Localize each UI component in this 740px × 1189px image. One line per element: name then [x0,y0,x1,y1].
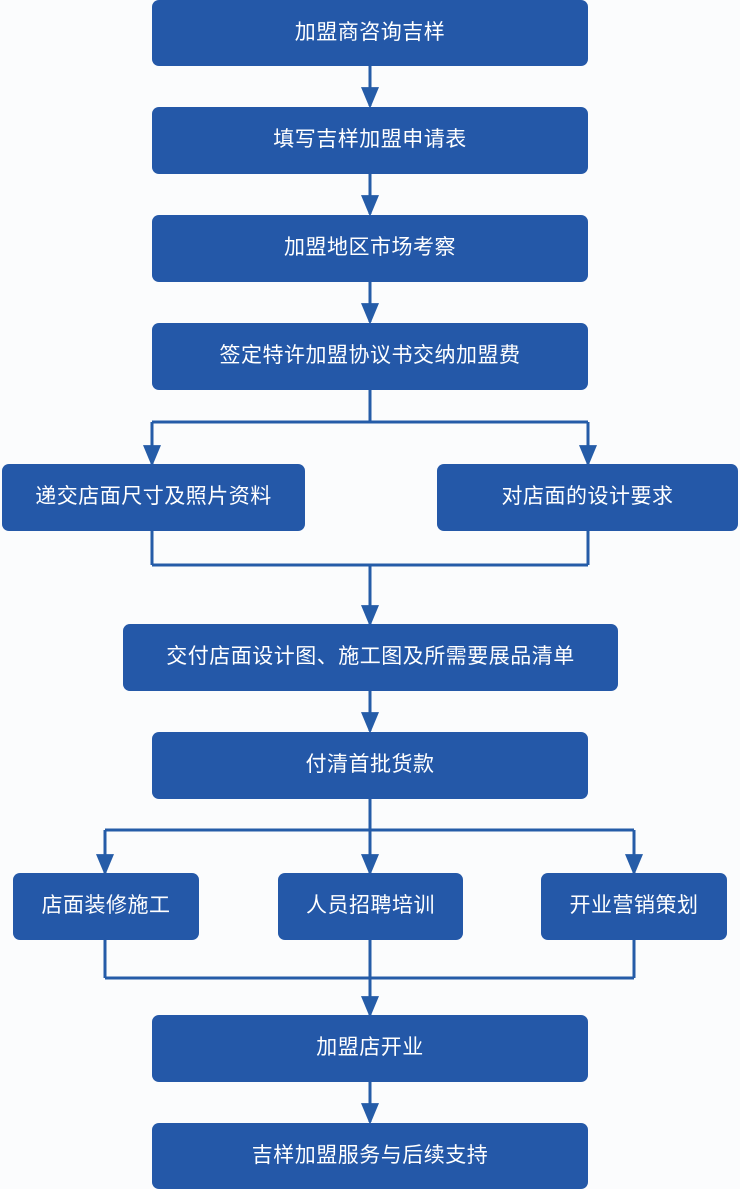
node-n8b-label: 人员招聘培训 [306,894,435,918]
node-n7[interactable]: 付清首批货款 [152,732,588,799]
node-n6[interactable]: 交付店面设计图、施工图及所需要展品清单 [123,624,618,691]
node-n8b[interactable]: 人员招聘培训 [278,873,463,940]
node-n4-label: 签定特许加盟协议书交纳加盟费 [219,344,521,368]
node-n1-label: 加盟商咨询吉样 [294,20,446,44]
node-n10-label: 吉样加盟服务与后续支持 [251,1143,489,1167]
node-n9[interactable]: 加盟店开业 [152,1015,588,1082]
node-n5b[interactable]: 对店面的设计要求 [437,464,738,531]
node-n1[interactable]: 加盟商咨询吉样 [152,0,588,66]
node-n6-label: 交付店面设计图、施工图及所需要展品清单 [166,645,575,669]
node-n2[interactable]: 填写吉样加盟申请表 [152,107,588,174]
node-n8c-label: 开业营销策划 [569,894,699,918]
node-n5b-label: 对店面的设计要求 [501,485,674,509]
node-n5a-label: 递交店面尺寸及照片资料 [35,485,272,509]
node-n3[interactable]: 加盟地区市场考察 [152,215,588,282]
node-n2-label: 填写吉样加盟申请表 [273,128,467,152]
node-n4[interactable]: 签定特许加盟协议书交纳加盟费 [152,323,588,390]
node-n5a[interactable]: 递交店面尺寸及照片资料 [2,464,305,531]
node-n9-label: 加盟店开业 [316,1036,424,1060]
node-n8a[interactable]: 店面装修施工 [13,873,199,940]
node-n10[interactable]: 吉样加盟服务与后续支持 [152,1123,588,1189]
node-n8c[interactable]: 开业营销策划 [541,873,727,940]
node-n3-label: 加盟地区市场考察 [284,236,456,260]
node-n7-label: 付清首批货款 [305,753,435,777]
node-n8a-label: 店面装修施工 [41,894,171,918]
